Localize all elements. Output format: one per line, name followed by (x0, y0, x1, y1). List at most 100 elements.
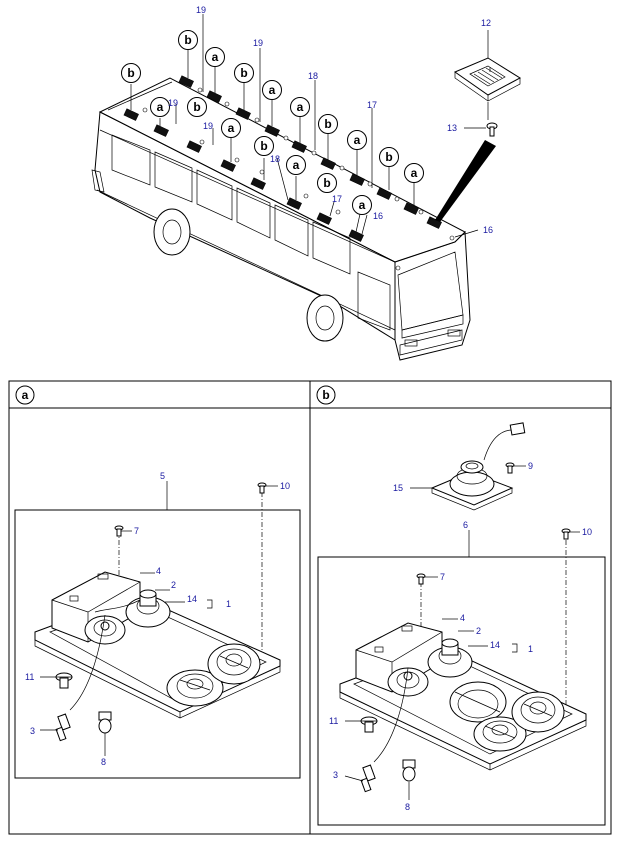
bubble-b: b (121, 63, 141, 83)
speaker-large-a2 (207, 643, 261, 685)
bubble-a: a (221, 118, 241, 138)
callout-19: 19 (196, 5, 206, 15)
svg-text:a: a (411, 166, 418, 180)
speaker-small-a (84, 615, 126, 645)
svg-text:a: a (212, 50, 219, 64)
panel-b: b (316, 385, 606, 826)
bubble-a: a (286, 155, 306, 175)
callout-18: 18 (270, 154, 280, 164)
screw-10-b (561, 528, 571, 540)
svg-text:b: b (323, 176, 330, 190)
grommet-8-b (402, 759, 416, 782)
callout-10: 10 (280, 481, 290, 491)
callout-3: 3 (30, 726, 35, 736)
callout-18: 18 (308, 71, 318, 81)
callout-1: 1 (226, 599, 231, 609)
bubble-b: b (317, 173, 337, 193)
callout-5: 5 (160, 471, 165, 481)
callout-17: 17 (332, 194, 342, 204)
bubble-b: b (254, 136, 274, 156)
bubble-a: a (205, 47, 225, 67)
callout-2: 2 (476, 626, 481, 636)
panel-b-callouts: 9 15 6 10 7 4 2 14 1 11 3 8 (329, 461, 592, 812)
grille-plate (453, 30, 521, 102)
bubble-b: b (187, 97, 207, 117)
bubble-a: a (347, 130, 367, 150)
speaker-opening-b (449, 681, 507, 723)
panel-a-header: a (15, 385, 35, 405)
speaker-15 (430, 422, 526, 511)
screw-9 (505, 462, 515, 474)
svg-text:a: a (354, 133, 361, 147)
detail-panels (8, 380, 612, 835)
svg-text:b: b (324, 117, 331, 131)
panel-a: a (14, 385, 301, 779)
callout-19: 19 (253, 38, 263, 48)
speaker-small-a2 (125, 589, 171, 628)
connector-3-b (360, 764, 376, 793)
svg-text:b: b (240, 66, 247, 80)
svg-text:a: a (228, 121, 235, 135)
callout-2: 2 (171, 580, 176, 590)
svg-text:b: b (127, 66, 134, 80)
bubble-b: b (379, 147, 399, 167)
roof-speaker-units (123, 75, 442, 242)
callout-10: 10 (582, 527, 592, 537)
panel-b-header: b (316, 385, 336, 405)
callout-11: 11 (329, 716, 338, 726)
callout-12: 12 (481, 18, 491, 28)
bus-illustration (91, 14, 496, 361)
screw-10-a (257, 482, 267, 494)
callout-13: 13 (447, 123, 457, 133)
svg-text:b: b (322, 388, 329, 402)
callout-9: 9 (528, 461, 533, 471)
callout-4: 4 (460, 613, 465, 623)
speaker-large-b2 (511, 691, 565, 733)
svg-text:a: a (359, 198, 366, 212)
callout-16: 16 (373, 211, 383, 221)
panel-a-callouts: 5 10 7 4 2 14 1 11 3 8 (25, 471, 290, 767)
svg-text:b: b (184, 33, 191, 47)
svg-text:b: b (260, 139, 267, 153)
svg-text:a: a (157, 100, 164, 114)
callout-4: 4 (156, 566, 161, 576)
bubble-a: a (290, 97, 310, 117)
screw-7-a (114, 525, 124, 537)
bubble-b: b (318, 114, 338, 134)
svg-text:a: a (297, 100, 304, 114)
callout-15: 15 (393, 483, 403, 493)
callout-16: 16 (483, 225, 493, 235)
callout-8: 8 (405, 802, 410, 812)
bubble-a: a (404, 163, 424, 183)
callout-8: 8 (101, 757, 106, 767)
svg-text:a: a (293, 158, 300, 172)
screw-7-b (416, 573, 426, 585)
speaker-large-a (166, 669, 224, 707)
speaker-small-b (387, 667, 429, 697)
grommet-8-a (98, 711, 112, 734)
callout-1: 1 (528, 644, 533, 654)
clip-11-b (360, 716, 378, 733)
bubble-a: a (262, 80, 282, 100)
bubble-labels: b a b b a b a a b a b a a b a b a (121, 30, 424, 215)
svg-text:a: a (269, 83, 276, 97)
speaker-large-b (473, 716, 527, 752)
svg-text:b: b (385, 150, 392, 164)
callout-7: 7 (134, 526, 139, 536)
callout-14: 14 (490, 640, 500, 650)
callout-11: 11 (25, 672, 34, 682)
callout-19: 19 (168, 98, 178, 108)
callout-7: 7 (440, 572, 445, 582)
bubble-b: b (178, 30, 198, 50)
speaker-small-b2 (427, 638, 473, 678)
svg-text:b: b (193, 100, 200, 114)
bubble-a: a (150, 97, 170, 117)
bubble-a: a (352, 195, 372, 215)
connector-3-a (55, 713, 71, 742)
clip-11-a (55, 672, 73, 689)
callout-14: 14 (187, 594, 197, 604)
bubble-b: b (234, 63, 254, 83)
svg-text:a: a (22, 388, 29, 402)
callout-17: 17 (367, 100, 377, 110)
